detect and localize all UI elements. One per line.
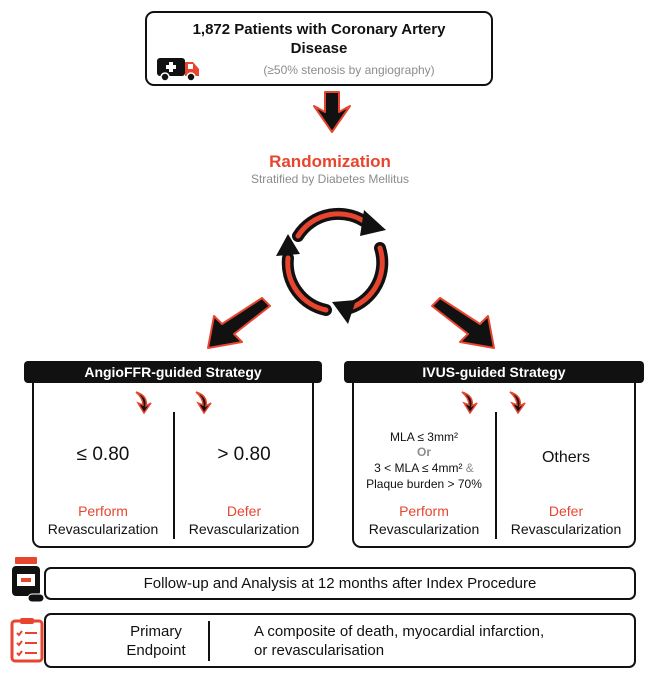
endpoint-text-line2: or revascularisation xyxy=(254,642,385,659)
followup-text: Follow-up and Analysis at 12 months afte… xyxy=(143,575,537,592)
ivus-perform-label: Perform xyxy=(399,503,449,519)
endpoint-divider xyxy=(208,621,210,661)
angioffr-divider xyxy=(173,412,175,539)
randomization-subtitle: Stratified by Diabetes Mellitus xyxy=(250,172,410,186)
followup-box: Follow-up and Analysis at 12 months afte… xyxy=(44,567,636,600)
ivus-criteria-amp: & xyxy=(465,461,474,475)
angioffr-left-small-arrow-icon xyxy=(135,391,152,415)
ivus-criteria-line1: MLA ≤ 3mm² xyxy=(390,430,458,444)
left-branch-arrow-icon xyxy=(207,297,271,349)
ivus-criteria-or: Or xyxy=(416,445,431,459)
angioffr-right-value: > 0.80 xyxy=(217,444,271,465)
angioffr-header: AngioFFR-guided Strategy xyxy=(24,361,322,383)
ivus-arm-box xyxy=(352,374,636,548)
endpoint-label-line1: Primary xyxy=(130,623,182,640)
ivus-right-value: Others xyxy=(541,449,590,466)
ivus-right-small-arrow-icon xyxy=(509,391,526,415)
ivus-header: IVUS-guided Strategy xyxy=(344,361,644,383)
ivus-left-small-arrow-icon xyxy=(461,391,478,415)
endpoint-text-line1: A composite of death, myocardial infarct… xyxy=(254,623,545,640)
right-branch-arrow-icon xyxy=(431,297,495,349)
circular-arrows-icon xyxy=(276,207,389,324)
population-subtitle: (≥50% stenosis by angiography) xyxy=(263,63,435,77)
ivus-perform-sub: Revascularization xyxy=(368,521,480,537)
population-box: 1,872 Patients with Coronary Artery Dise… xyxy=(145,11,493,86)
angioffr-right-small-arrow-icon xyxy=(195,391,212,415)
ivus-criteria-line3: 3 < MLA ≤ 4mm² & xyxy=(354,461,494,475)
medicine-bottle-icon xyxy=(12,557,45,603)
angioffr-defer-sub: Revascularization xyxy=(188,521,300,537)
endpoint-label-line2: Endpoint xyxy=(126,642,186,659)
ivus-criteria-line3a: 3 < MLA ≤ 4mm² xyxy=(374,461,463,475)
ivus-criteria-line4: Plaque burden > 70% xyxy=(366,477,482,491)
population-title-line2: Disease xyxy=(290,40,348,57)
checklist-icon xyxy=(10,618,44,663)
angioffr-left-value: ≤ 0.80 xyxy=(76,444,130,465)
ivus-defer-label: Defer xyxy=(548,503,584,519)
ambulance-icon xyxy=(157,58,199,82)
randomization-title: Randomization xyxy=(269,152,391,171)
ivus-defer-sub: Revascularization xyxy=(510,521,622,537)
angioffr-defer-label: Defer xyxy=(226,503,262,519)
down-arrow-icon xyxy=(313,91,351,133)
population-title-line1: 1,872 Patients with Coronary Artery xyxy=(192,21,446,38)
angioffr-perform-sub: Revascularization xyxy=(47,521,159,537)
ivus-divider xyxy=(495,412,497,539)
angioffr-perform-label: Perform xyxy=(78,503,128,519)
endpoint-box: Primary Endpoint A composite of death, m… xyxy=(44,613,636,668)
